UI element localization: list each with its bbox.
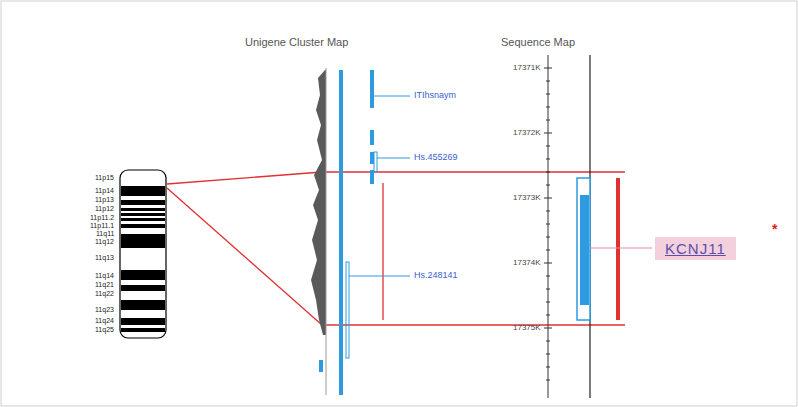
band-label: 11q23	[95, 306, 114, 314]
axis-label: 17371K	[513, 64, 541, 73]
gene-name: KCNJ11	[665, 240, 726, 257]
axis-label: 17375K	[513, 324, 541, 333]
gene-marker: *	[772, 222, 777, 237]
band-label: 11q12	[95, 238, 114, 246]
gene-box	[577, 178, 590, 320]
band-label: 11q24	[95, 317, 114, 325]
chromosome-ideogram	[120, 170, 166, 338]
panel-heading: Unigene Cluster Map	[245, 36, 348, 48]
band-label: 11p14	[95, 187, 114, 195]
profile-axis	[326, 68, 327, 395]
zoom-lines	[167, 172, 625, 325]
cluster-outline	[374, 152, 377, 172]
label-leaders	[349, 96, 410, 276]
band-label: 11q22	[95, 290, 114, 298]
cluster-outline	[346, 262, 349, 358]
cluster-label: Hs.455269	[414, 153, 458, 163]
band-label: 11q11	[96, 230, 114, 238]
gene-exon	[580, 195, 589, 305]
band-label: 11p11.2	[90, 214, 114, 222]
band-label: 11q14	[95, 272, 114, 280]
band-label: 11p11.1	[90, 222, 114, 230]
cluster-label: ITIhsnaym	[414, 91, 456, 101]
band-label: 11q25	[95, 326, 114, 334]
axis-label: 17373K	[513, 194, 541, 203]
band-label: 11p12	[95, 205, 114, 213]
band-label: 11q13	[95, 254, 114, 262]
band-label: 11p15	[95, 174, 114, 182]
gene-box: KCNJ11	[655, 237, 736, 260]
sequence-axis	[544, 55, 552, 398]
axis-label: 17372K	[513, 129, 541, 138]
panel-heading: Sequence Map	[501, 36, 575, 48]
band-label: 11p13	[95, 196, 114, 204]
density-profile	[311, 70, 326, 335]
red-bar	[616, 178, 620, 320]
unigene-bars	[319, 70, 374, 395]
axis-label: 17374K	[513, 259, 541, 268]
band-label: 11q21	[95, 281, 114, 289]
cluster-label: Hs.248141	[414, 271, 458, 281]
gene-leader	[590, 247, 652, 248]
